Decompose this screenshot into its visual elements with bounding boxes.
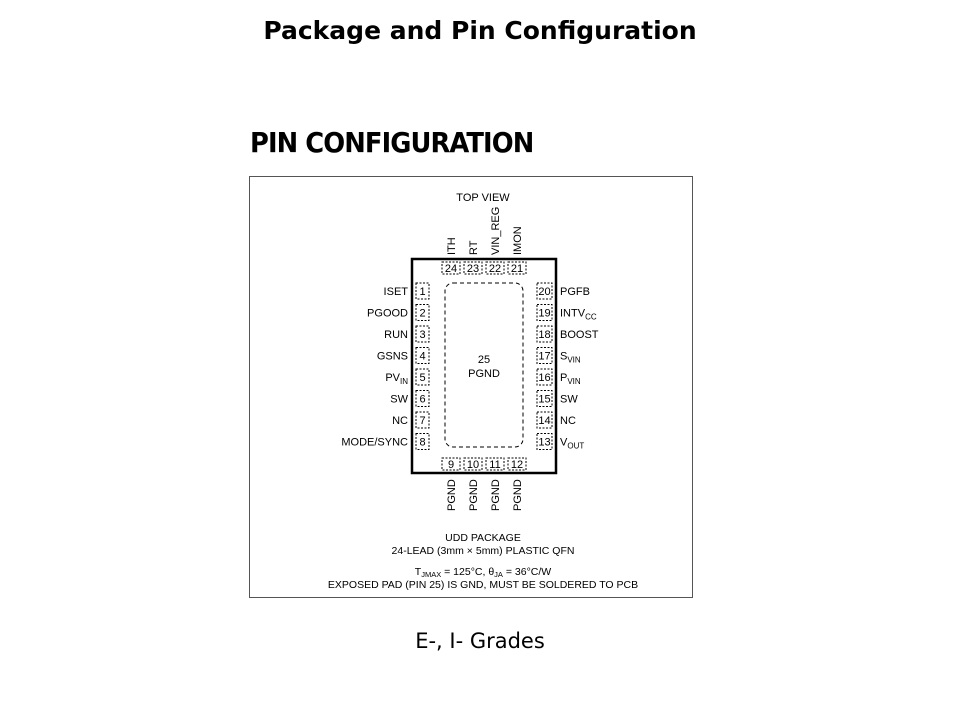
pin-label-23: RT — [468, 240, 480, 255]
pin-number-7: 7 — [419, 415, 425, 427]
pin-label-4: GSNS — [377, 351, 408, 363]
pin-pad-left-4 — [415, 347, 430, 364]
pin-number-11: 11 — [489, 459, 500, 471]
top-view-label: TOP VIEW — [456, 192, 510, 204]
pin-number-1: 1 — [419, 286, 425, 298]
package-name: UDD PACKAGE — [445, 532, 521, 544]
pin-pad-left-5 — [415, 368, 430, 386]
pin-number-9: 9 — [448, 459, 454, 471]
pin-label-20: PGFB — [560, 286, 590, 298]
pin-number-13: 13 — [538, 437, 550, 449]
pins-group: 1 ISET 2 PGOOD 3 RUN 4 GSNS 5 PVIN 6 SW 7 NC 8 MODE/SYN… — [341, 207, 598, 511]
page-title: Package and Pin Configuration — [263, 16, 697, 45]
pin-label-3: RUN — [384, 329, 408, 341]
pin-label-6: SW — [390, 394, 408, 406]
pin-number-12: 12 — [511, 459, 523, 471]
pin-pad-bottom-10 — [463, 457, 483, 471]
pin-pad-bottom-11 — [485, 457, 505, 471]
pin-pad-left-6 — [415, 390, 430, 407]
pin-label-15: SW — [560, 394, 578, 406]
pin-label-17: SVIN — [560, 351, 581, 365]
exposed-pad-number: 25 — [478, 354, 490, 366]
pin-number-8: 8 — [419, 437, 425, 449]
pin-number-10: 10 — [467, 459, 479, 471]
pin-number-22: 22 — [489, 263, 501, 275]
pin-number-23: 23 — [467, 263, 479, 275]
pin-number-24: 24 — [445, 263, 457, 275]
pin-diagram-frame: TOP VIEW 25 PGND UDD PACKAGE 24-LEAD (3m… — [249, 176, 693, 598]
pin-pad-top-22 — [485, 261, 505, 275]
pin-diagram: TOP VIEW 25 PGND UDD PACKAGE 24-LEAD (3m… — [328, 192, 638, 591]
exposed-pad-name: PGND — [468, 368, 500, 380]
pin-label-18: BOOST — [560, 329, 599, 341]
pin-pad-left-2 — [415, 304, 430, 321]
package-description: 24-LEAD (3mm × 5mm) PLASTIC QFN — [392, 545, 575, 557]
pin-number-16: 16 — [538, 372, 550, 384]
pin-label-12: PGND — [512, 479, 524, 511]
pin-label-1: ISET — [384, 286, 409, 298]
pin-number-5: 5 — [419, 372, 425, 384]
pin-pad-right-14 — [536, 411, 553, 429]
pin-pad-right-16 — [536, 368, 553, 386]
pin-label-13: VOUT — [560, 437, 584, 451]
pin-number-17: 17 — [538, 351, 550, 363]
pin-label-21: IMON — [512, 226, 524, 255]
pin-pad-right-13 — [536, 433, 553, 450]
pin-pad-right-19 — [536, 304, 553, 321]
thermal-spec: TJMAX = 125°C, θJA = 36°C/W — [415, 566, 552, 579]
exposed-pad-note: EXPOSED PAD (PIN 25) IS GND, MUST BE SOL… — [328, 579, 638, 591]
pin-label-24: ITH — [446, 237, 458, 255]
pin-label-2: PGOOD — [367, 308, 408, 320]
pin-pad-left-7 — [415, 411, 430, 429]
pin-pad-left-3 — [415, 325, 430, 343]
pin-pad-top-23 — [463, 261, 483, 275]
pin-label-9: PGND — [446, 479, 458, 511]
pin-pad-top-24 — [441, 261, 461, 275]
pin-pad-left-1 — [415, 282, 430, 300]
pin-number-20: 20 — [538, 286, 550, 298]
pin-label-14: NC — [560, 415, 576, 427]
pin-pad-right-15 — [536, 390, 553, 407]
pin-number-2: 2 — [419, 308, 425, 320]
pin-label-10: PGND — [468, 479, 480, 511]
pin-number-4: 4 — [419, 351, 425, 363]
pin-number-21: 21 — [511, 263, 523, 275]
pin-number-18: 18 — [538, 329, 550, 341]
package-body — [410, 257, 558, 475]
pin-pad-bottom-9 — [441, 457, 461, 471]
pin-pad-top-21 — [507, 261, 527, 275]
pin-label-11: PGND — [490, 479, 502, 511]
pin-pad-right-18 — [536, 325, 553, 343]
pin-number-3: 3 — [419, 329, 425, 341]
pin-number-19: 19 — [538, 308, 550, 320]
pin-number-15: 15 — [538, 394, 550, 406]
pin-pad-right-17 — [536, 347, 553, 364]
pin-label-19: INTVCC — [560, 308, 597, 322]
exposed-pad — [444, 282, 524, 448]
pin-label-7: NC — [392, 415, 408, 427]
pin-label-22: VIN_REG — [490, 207, 502, 255]
pin-number-6: 6 — [419, 394, 425, 406]
pin-configuration-heading: PIN CONFIGURATION — [250, 126, 534, 159]
pin-pad-left-8 — [415, 433, 430, 450]
pin-pad-bottom-12 — [507, 457, 527, 471]
grades-subtitle: E-, I- Grades — [415, 629, 545, 653]
pin-label-8: MODE/SYNC — [341, 437, 408, 449]
pin-label-5: PVIN — [385, 372, 408, 386]
pin-number-14: 14 — [538, 415, 550, 427]
pin-label-16: PVIN — [560, 372, 581, 386]
pin-pad-right-20 — [536, 282, 553, 300]
